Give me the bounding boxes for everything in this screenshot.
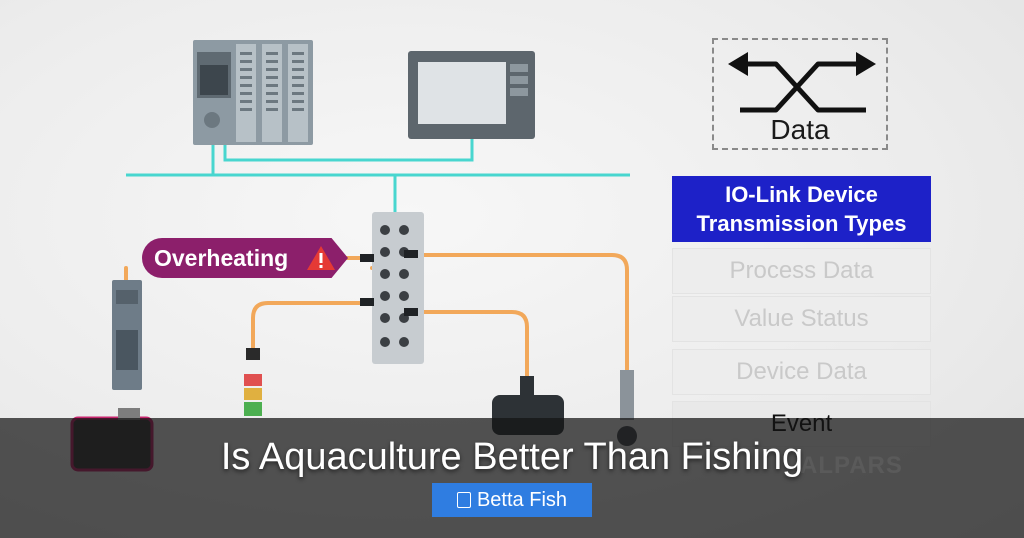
caption-title: Is Aquaculture Better Than Fishing — [220, 436, 804, 478]
data-label: Data — [770, 114, 830, 145]
hmi-panel — [408, 51, 535, 139]
data-exchange-icon — [728, 52, 876, 113]
category-pill[interactable]: Betta Fish — [432, 483, 592, 517]
warning-icon — [307, 246, 335, 270]
io-row-value-status: Value Status — [672, 296, 931, 342]
io-link-header: IO-Link Device Transmission Types — [672, 176, 931, 242]
motor-starter — [112, 280, 142, 390]
folder-icon — [456, 492, 471, 508]
overheating-text: Overheating — [154, 245, 289, 271]
io-link-header-line2: Transmission Types — [696, 211, 907, 236]
watermark: ALPARS — [800, 452, 903, 479]
caption-overlay — [0, 418, 1024, 538]
io-link-master — [360, 212, 424, 364]
network-bus — [126, 138, 630, 213]
io-row-device-data: Device Data — [672, 349, 931, 395]
data-icon-box: Data — [712, 38, 888, 150]
overheating-badge: Overheating — [142, 238, 348, 278]
plc-controller — [193, 40, 313, 145]
signal-tower — [244, 348, 262, 416]
category-label: Betta Fish — [476, 488, 568, 511]
io-row-process-data: Process Data — [672, 248, 931, 294]
io-link-header-line1: IO-Link Device — [725, 182, 878, 207]
